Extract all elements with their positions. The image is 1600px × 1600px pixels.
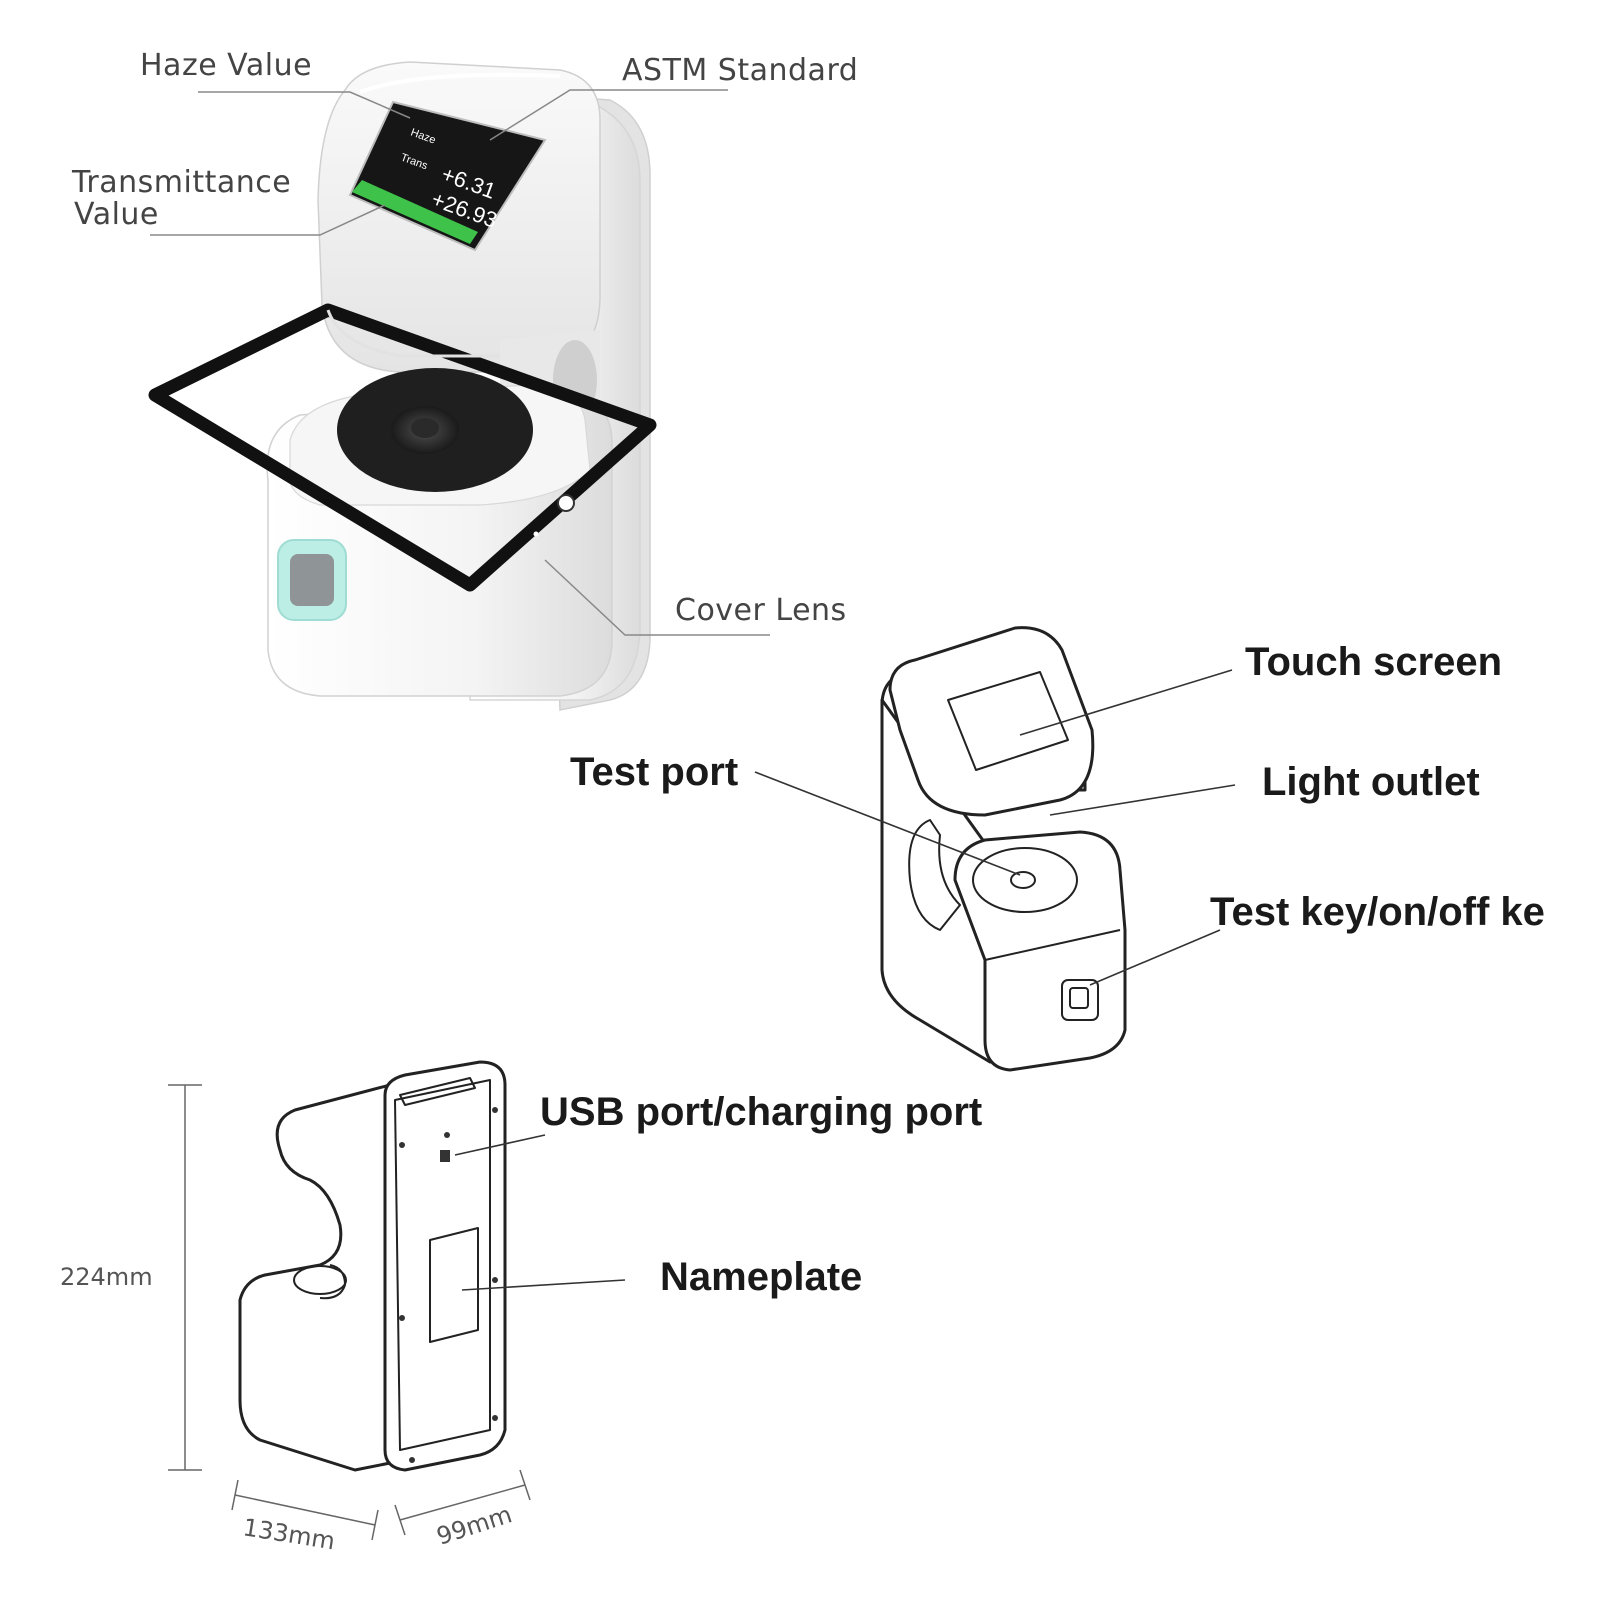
label-astm-standard: ASTM Standard — [622, 53, 858, 88]
label-transmittance-line1: Transmittance — [71, 165, 291, 200]
label-test-port: Test port — [570, 750, 738, 794]
dimension-height — [168, 1084, 202, 1471]
label-usb-port: USB port/charging port — [540, 1090, 982, 1134]
light-outlet-leader — [1049, 784, 1236, 816]
front-view-drawing — [880, 626, 1127, 1072]
glow-button — [277, 539, 347, 621]
back-nameplate — [429, 1227, 479, 1343]
label-transmittance-line2: Value — [74, 197, 159, 232]
front-test-port-outer — [972, 847, 1078, 913]
label-light-outlet: Light outlet — [1262, 760, 1480, 804]
haze-leader — [198, 91, 411, 119]
touch-screen-leader — [1019, 669, 1233, 736]
transmittance-leader — [150, 204, 386, 236]
astm-leader — [489, 89, 728, 141]
dimension-depth — [394, 1469, 531, 1536]
back-usb-port — [440, 1150, 450, 1162]
photo-instrument: Haze Trans +6.31 +26.93 — [148, 61, 657, 711]
label-touch-screen: Touch screen — [1245, 640, 1502, 684]
front-screen — [947, 671, 1069, 771]
label-test-key: Test key/on/off ke — [1210, 890, 1545, 934]
cover-lens-leader — [544, 559, 770, 636]
test-key-leader — [1089, 929, 1221, 986]
label-haze-value: Haze Value — [140, 48, 312, 83]
test-port-leader — [754, 771, 1021, 876]
nameplate-leader — [461, 1279, 626, 1291]
front-test-key — [1061, 979, 1099, 1021]
dimension-width — [231, 1479, 379, 1541]
label-nameplate: Nameplate — [660, 1255, 862, 1299]
label-cover-lens: Cover Lens — [675, 593, 847, 628]
usb-leader — [454, 1134, 546, 1156]
test-port-disc — [337, 368, 533, 492]
lcd-screen: Haze Trans +6.31 +26.93 — [348, 100, 547, 252]
cover-lens-frame — [148, 303, 657, 592]
label-dimension-height: 224mm — [60, 1263, 153, 1291]
label-dimension-width: 133mm — [241, 1513, 337, 1555]
back-view-drawing — [238, 1060, 507, 1472]
